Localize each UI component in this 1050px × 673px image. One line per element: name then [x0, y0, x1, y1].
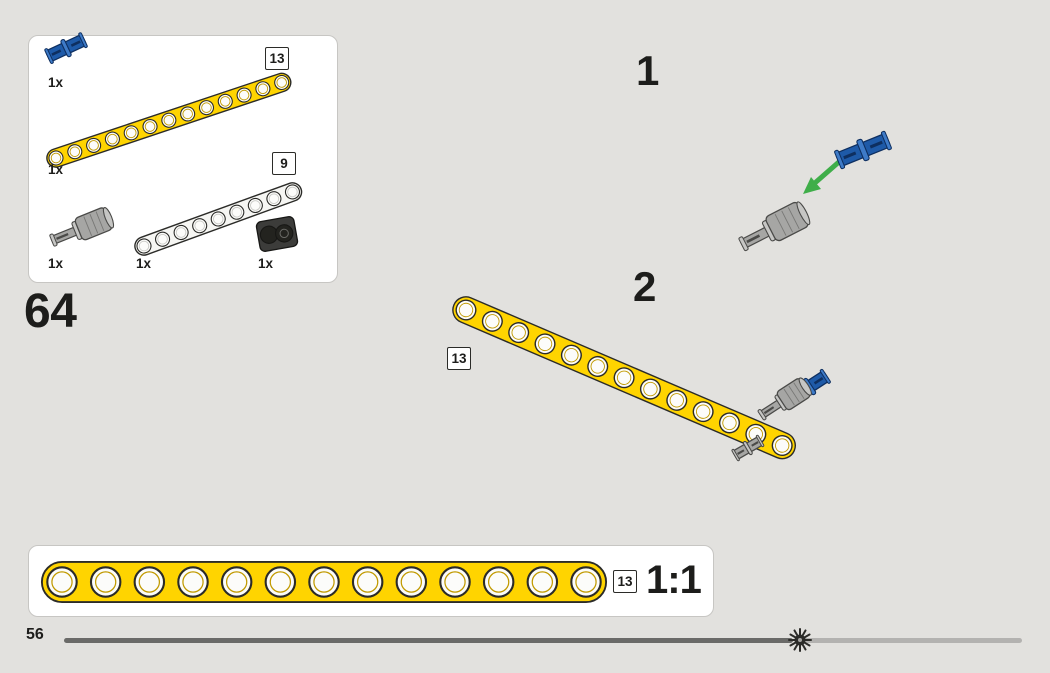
part-count-gray-pin-connector: 1x: [48, 256, 64, 271]
step2-yellow-beam-13: [448, 292, 801, 464]
part-count-blue-pin: 1x: [48, 75, 64, 90]
step2-pin-tip: [730, 433, 766, 463]
part-black-connector-icon: [255, 215, 300, 253]
part-count-black-connector: 1x: [258, 256, 274, 271]
progress-sun-icon: [788, 628, 812, 652]
part-yellow-beam-13-icon: [43, 70, 294, 171]
progress-bar-remaining: [795, 638, 1022, 643]
part-gray-pin-connector-icon: [46, 204, 117, 253]
part-blue-pin-icon: [43, 30, 90, 66]
scale-reference-box: 13 1:1: [28, 545, 714, 617]
step1-gray-pin-connector: [734, 198, 814, 258]
scale-label: 1:1: [646, 558, 702, 602]
step2-beam-length-badge: 13: [447, 347, 471, 370]
beam-length-badge-13: 13: [265, 47, 289, 70]
substep-1-label: 1: [636, 47, 659, 94]
scale-beam-length-badge: 13: [613, 570, 637, 593]
page-number: 56: [26, 626, 44, 643]
part-count-white-beam: 1x: [136, 256, 152, 271]
step1-blue-pin: [833, 128, 894, 171]
part-white-beam-9-icon: [131, 179, 305, 259]
step-number: 64: [24, 285, 77, 338]
part-count-yellow-beam: 1x: [48, 162, 64, 177]
parts-callout-box: 1x 13 1x 9 1x 1x 1x: [28, 32, 338, 283]
scale-yellow-beam-13: [40, 560, 608, 604]
beam-length-badge-9: 9: [272, 152, 296, 175]
progress-bar-done: [64, 638, 793, 643]
substep-2-label: 2: [633, 263, 656, 310]
insert-arrow-icon: [803, 158, 843, 194]
step2-gray-pin-connector: [753, 374, 815, 426]
